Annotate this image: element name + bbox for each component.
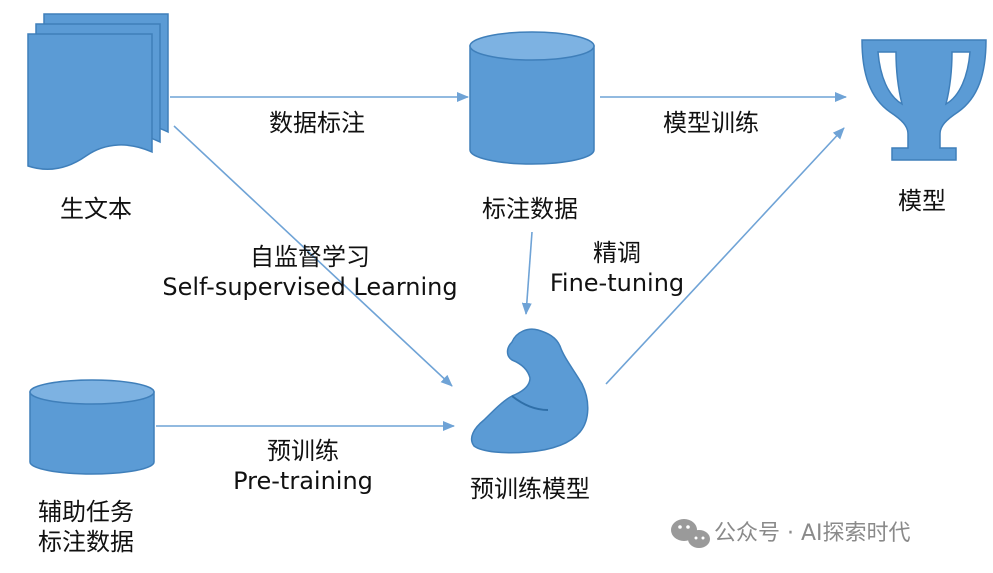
- arrow-finetuning: [521, 231, 533, 315]
- model-training-label: 模型训练: [663, 109, 759, 137]
- aux-task-label-line1: 辅助任务: [38, 498, 134, 526]
- labeled-data-cylinder-icon: [469, 31, 595, 165]
- aux-task-cylinder-icon: [29, 379, 155, 475]
- pretrained-model-label: 预训练模型: [470, 475, 590, 503]
- aux-task-label-line2: 标注数据: [38, 528, 134, 556]
- labeled-data-label: 标注数据: [482, 195, 578, 223]
- flexed-arm-icon: [470, 328, 589, 454]
- self-supervised-label-en: Self-supervised Learning: [162, 273, 458, 301]
- trophy-icon: [861, 39, 987, 161]
- pretrain-label-zh: 预训练: [267, 437, 339, 465]
- arrow-pretrained-to-model: [605, 127, 845, 385]
- document-stack-icon: [27, 13, 169, 170]
- pretrain-label-en: Pre-training: [233, 467, 373, 495]
- watermark-text: 公众号 · AI探索时代: [714, 521, 911, 546]
- raw-text-label: 生文本: [60, 195, 132, 223]
- wechat-icon: [671, 519, 710, 548]
- model-label: 模型: [898, 187, 946, 215]
- self-supervised-label-zh: 自监督学习: [250, 243, 370, 271]
- arrow-self-supervised: [173, 125, 453, 387]
- finetune-label-zh: 精调: [593, 239, 641, 267]
- data-labeling-label: 数据标注: [269, 109, 365, 137]
- finetune-label-en: Fine-tuning: [549, 269, 685, 297]
